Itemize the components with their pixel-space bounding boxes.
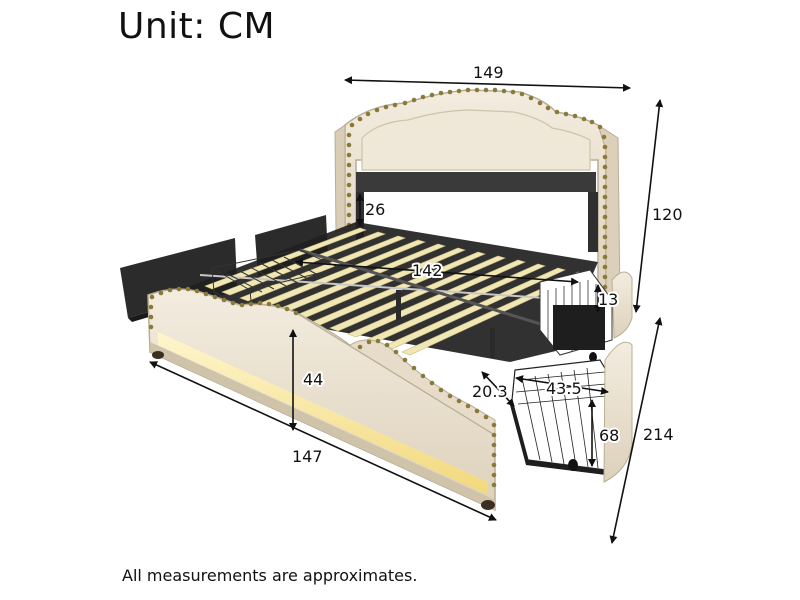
- headboard-crossbar: [356, 172, 596, 192]
- label-footboard-width: 147: [292, 447, 323, 466]
- label-inner-length: 142: [412, 261, 443, 280]
- label-footboard-height: 44: [303, 370, 323, 389]
- headboard-panel: [361, 109, 591, 171]
- label-drawer-depth: 20.3: [472, 382, 508, 401]
- label-clearance: 26: [365, 200, 385, 219]
- label-drawer-height: 13: [598, 290, 618, 309]
- footnote: All measurements are approximates.: [122, 566, 418, 585]
- dimension-lines: [149, 76, 664, 544]
- label-drawer-length: 68: [599, 426, 619, 445]
- dim-line-120: [632, 99, 664, 313]
- dim-line-149: [344, 76, 631, 92]
- label-headboard-width: 149: [473, 63, 504, 82]
- label-bed-length: 214: [643, 425, 674, 444]
- label-headboard-height: 120: [652, 205, 683, 224]
- unit-title: Unit: CM: [118, 6, 276, 47]
- label-drawer-width: 43.5: [546, 379, 582, 398]
- dim-line-214: [609, 317, 663, 544]
- dim-line-20-3: [481, 371, 515, 407]
- front-drawer-face: [603, 341, 633, 483]
- dim-line-142: [295, 258, 579, 286]
- dim-line-147: [149, 361, 497, 521]
- dim-line-43-5: [515, 375, 609, 395]
- dimension-labels: 149 120 214 147 44 142 26 13 20.3 43.5 6…: [292, 63, 683, 466]
